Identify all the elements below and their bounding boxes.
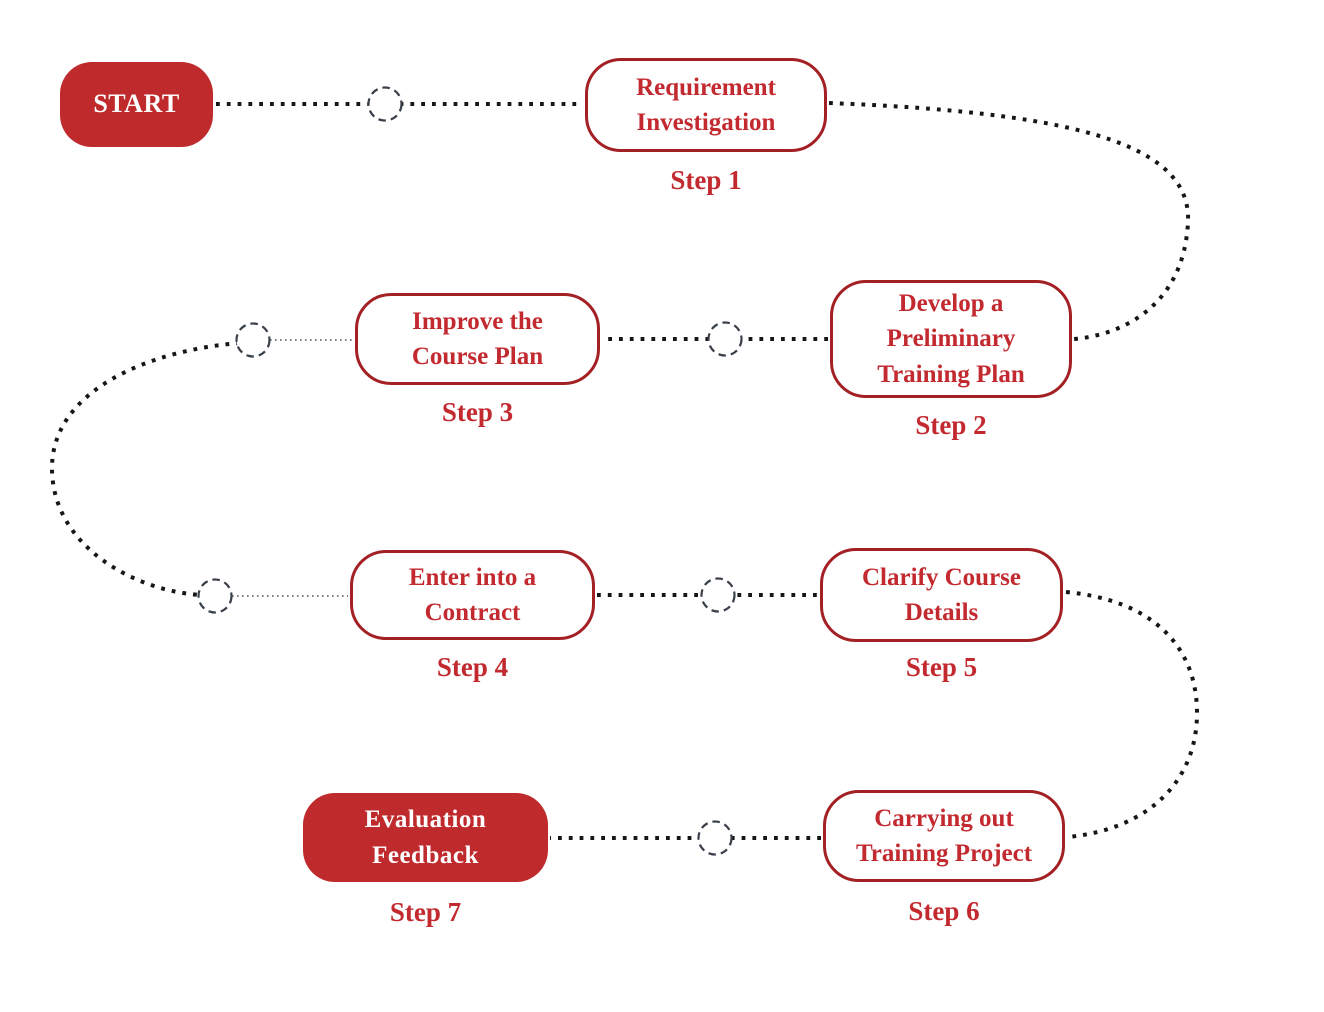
node-evaluation-feedback: Evaluation Feedback	[303, 793, 548, 882]
junction-circle-4	[197, 578, 233, 614]
junction-circle-3	[235, 322, 271, 358]
step-label-1: Step 1	[670, 165, 742, 195]
junction-circle-6	[697, 820, 733, 856]
step-label-5: Step 5	[905, 652, 978, 682]
step-label-6: Step 6	[908, 896, 980, 926]
junction-circle-2	[707, 321, 743, 357]
node-requirement-investigation: Requirement Investigation	[585, 58, 827, 152]
junction-circle-1	[367, 86, 403, 122]
step-label-2: Step 2	[915, 410, 987, 440]
dotted-connector-step5-step6-curve	[1065, 590, 1200, 839]
dotted-connector-step3-step4-curve	[49, 341, 241, 597]
step-label-7: Step 7	[389, 897, 462, 927]
node-carrying-out-training-project: Carrying out Training Project	[823, 790, 1065, 882]
junction-circle-5	[700, 577, 736, 613]
node-develop-preliminary-training-plan: Develop a Preliminary Training Plan	[830, 280, 1072, 398]
step-label-4: Step 4	[436, 652, 509, 682]
dotted-connector-step1-step2-curve	[828, 101, 1191, 341]
node-start: START	[60, 62, 213, 147]
node-clarify-course-details: Clarify Course Details	[820, 548, 1063, 642]
node-enter-into-contract: Enter into a Contract	[350, 550, 595, 640]
node-improve-course-plan: Improve the Course Plan	[355, 293, 600, 385]
step-label-3: Step 3	[441, 397, 514, 427]
